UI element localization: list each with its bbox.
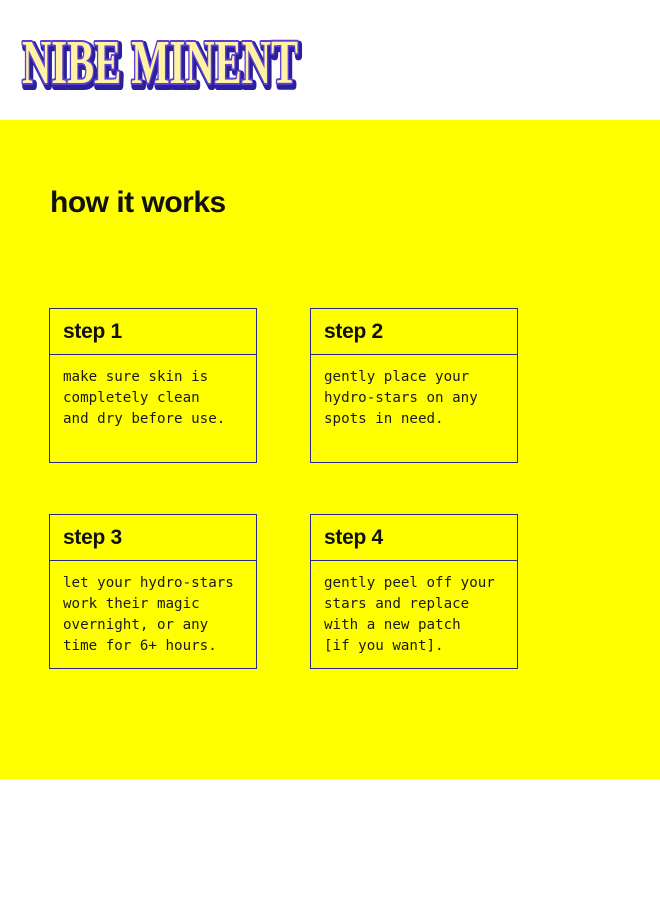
logo-shadow-text: NIBE MINENT <box>24 32 300 100</box>
step-description: make sure skin is completely clean and d… <box>63 369 226 427</box>
step-description: let your hydro-stars work their magic ov… <box>63 575 234 654</box>
step-title: step 3 <box>63 526 122 549</box>
step-card-3: step 3 let your hydro-stars work their m… <box>49 514 257 669</box>
step-card-header: step 4 <box>311 515 517 561</box>
section-title: how it works <box>50 186 226 219</box>
step-card-1: step 1 make sure skin is completely clea… <box>49 308 257 463</box>
step-card-2: step 2 gently place your hydro-stars on … <box>310 308 518 463</box>
step-title: step 1 <box>63 320 122 343</box>
step-card-header: step 1 <box>50 309 256 355</box>
brand-logo-wordmark: NIBE MINENT NIBE MINENT <box>20 27 304 102</box>
brand-logo[interactable]: NIBE MINENT NIBE MINENT <box>18 20 308 102</box>
step-card-4: step 4 gently peel off your stars and re… <box>310 514 518 669</box>
step-title: step 4 <box>324 526 383 549</box>
step-title: step 2 <box>324 320 383 343</box>
step-card-header: step 3 <box>50 515 256 561</box>
how-it-works-section: how it works step 1 make sure skin is co… <box>0 120 660 779</box>
step-description: gently place your hydro-stars on any spo… <box>324 369 478 427</box>
step-card-header: step 2 <box>311 309 517 355</box>
step-description: gently peel off your stars and replace w… <box>324 575 495 654</box>
logo-text: NIBE MINENT <box>22 29 298 97</box>
